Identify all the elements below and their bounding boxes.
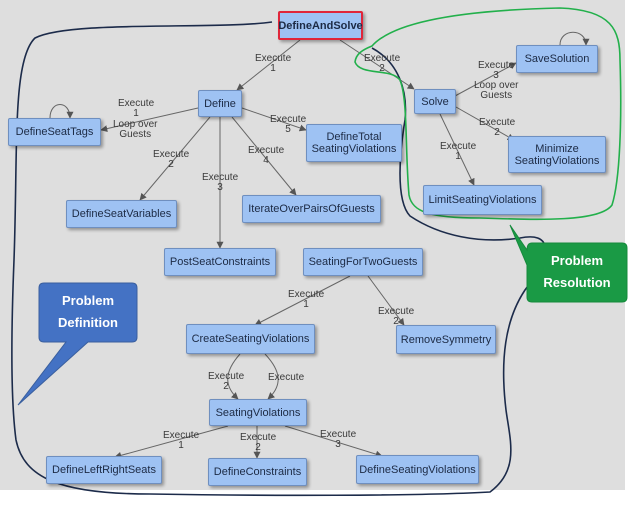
problem-resolution-callout-shape — [509, 224, 628, 303]
edge-label-sv-constraints: Execute 2 — [240, 432, 277, 453]
node-seating-for-two-guests[interactable]: SeatingForTwoGuests — [303, 248, 423, 276]
node-define-seating-violations[interactable]: DefineSeatingViolations — [356, 455, 479, 484]
edge-create-sv-right — [264, 353, 279, 400]
edge-root-solve — [339, 39, 415, 90]
node-define-seat-tags[interactable]: DefineSeatTags — [8, 118, 101, 146]
edge-label-define-postseat: Execute 3 — [202, 172, 239, 193]
node-define-total-seating-violations[interactable]: DefineTotal SeatingViolations — [306, 124, 402, 162]
problem-definition-callout: Problem Definition — [58, 293, 118, 330]
edge-label-create-sv-left: Execute 2 — [208, 371, 245, 392]
edge-label-sv-left: Execute 1 — [163, 430, 200, 451]
node-define-constraints[interactable]: DefineConstraints — [208, 458, 307, 486]
edge-root-define — [236, 39, 301, 91]
edge-label-define-seatvars: Execute 2 — [153, 149, 190, 170]
edge-seattags-loop — [49, 104, 74, 119]
node-define[interactable]: Define — [198, 90, 242, 117]
problem-resolution-callout: Problem Resolution — [543, 253, 611, 290]
node-create-seating-violations[interactable]: CreateSeatingViolations — [186, 324, 315, 354]
edge-solve-limit — [439, 113, 475, 186]
edge-solve-minimize — [455, 106, 515, 141]
node-define-and-solve[interactable]: DefineAndSolve — [278, 11, 363, 40]
edge-define-total — [241, 107, 307, 132]
node-remove-symmetry[interactable]: RemoveSymmetry — [396, 325, 496, 354]
edge-create-sv-left — [227, 353, 241, 400]
edge-label-solve-minimize: Execute 2 — [479, 117, 516, 138]
edge-label-seattags-loop: Loop over Guests — [113, 119, 158, 140]
node-limit-seating-violations[interactable]: LimitSeatingViolations — [423, 185, 542, 215]
edge-label-solve-save: Execute 3 — [478, 60, 515, 81]
edge-label-root-define: Execute 1 — [255, 53, 292, 74]
edge-label-solve-limit: Execute 1 — [440, 141, 477, 162]
problem-resolution-outline — [354, 7, 622, 221]
node-minimize-seating-violations[interactable]: Minimize SeatingViolations — [508, 136, 606, 173]
edge-label-define-iterate: Execute 4 — [248, 145, 285, 166]
node-define-seat-variables[interactable]: DefineSeatVariables — [66, 200, 177, 228]
node-iterate-over-pairs-of-guests[interactable]: IterateOverPairsOfGuests — [242, 195, 381, 223]
node-define-left-right-seats[interactable]: DefineLeftRightSeats — [46, 456, 162, 484]
edge-label-define-seattags: Execute 1 — [118, 98, 155, 119]
edge-label-seating-remove: Execute 2 — [378, 306, 415, 327]
edge-label-seating-create: Execute 1 — [288, 289, 325, 310]
edge-sv-leftright — [114, 425, 229, 459]
edge-seating-create — [254, 275, 351, 326]
edge-seating-remove — [367, 275, 405, 326]
node-save-solution[interactable]: SaveSolution — [516, 45, 598, 73]
edge-save-loop — [559, 31, 590, 46]
node-post-seat-constraints[interactable]: PostSeatConstraints — [164, 248, 276, 276]
node-solve[interactable]: Solve — [414, 89, 456, 114]
edge-define-iterate — [231, 116, 297, 196]
edge-label-root-solve: Execute 2 — [364, 53, 401, 74]
edge-label-define-total: Execute 5 — [270, 114, 307, 135]
edge-label-sv-define: Execute 3 — [320, 429, 357, 450]
edge-sv-definesv — [284, 425, 383, 458]
edge-label-solve-loop: Loop over Guests — [474, 80, 519, 101]
edge-define-seattags — [100, 107, 199, 133]
node-seating-violations[interactable]: SeatingViolations — [209, 399, 307, 426]
problem-definition-callout-shape — [17, 282, 138, 406]
edge-solve-save — [454, 62, 517, 97]
edge-define-seatvars — [139, 116, 211, 201]
edge-label-create-sv-right: Execute — [268, 372, 305, 383]
